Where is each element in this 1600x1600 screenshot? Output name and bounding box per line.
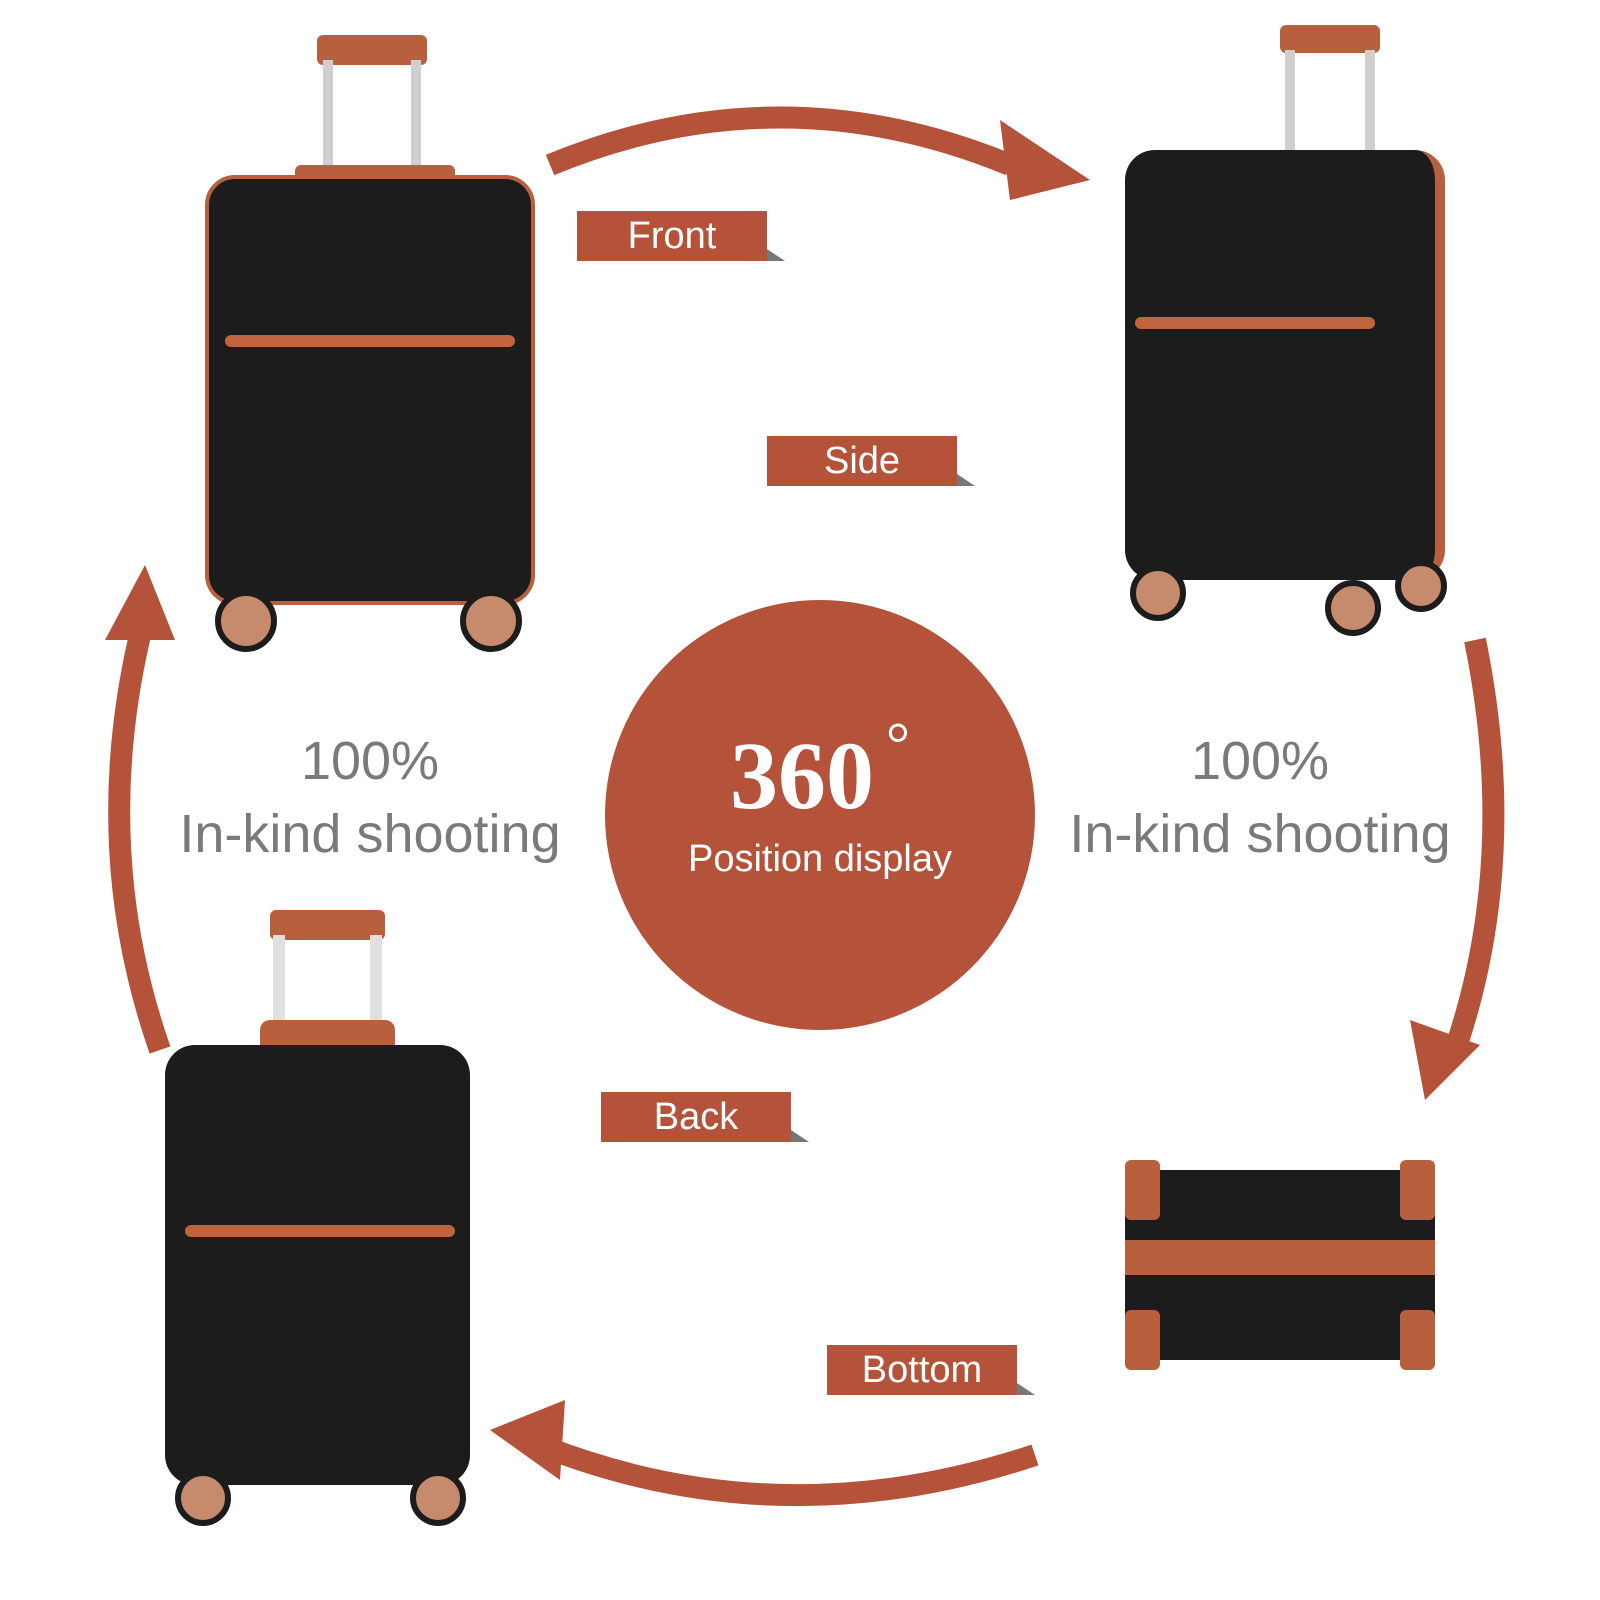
suitcase-back-view (165, 910, 485, 1526)
label-side: Side (767, 436, 975, 486)
label-bottom: Bottom (827, 1345, 1035, 1395)
left-caption: 100% In-kind shooting (150, 725, 590, 871)
left-caption-percent: 100% (300, 731, 440, 791)
right-caption-percent: 100% (1190, 731, 1330, 791)
suitcase-front-view (205, 35, 535, 652)
center-badge: 360° Position display (605, 600, 1035, 1030)
center-subtitle: Position display (687, 838, 953, 880)
suitcase-bottom-view (1125, 1160, 1435, 1370)
left-caption-text: In-kind shooting (179, 803, 561, 864)
right-caption-text: In-kind shooting (1069, 803, 1451, 864)
center-title: 360° (730, 711, 910, 829)
label-back: Back (601, 1092, 809, 1142)
label-front: Front (577, 211, 785, 261)
right-caption: 100% In-kind shooting (1040, 725, 1480, 871)
suitcase-side-view (1125, 25, 1455, 636)
